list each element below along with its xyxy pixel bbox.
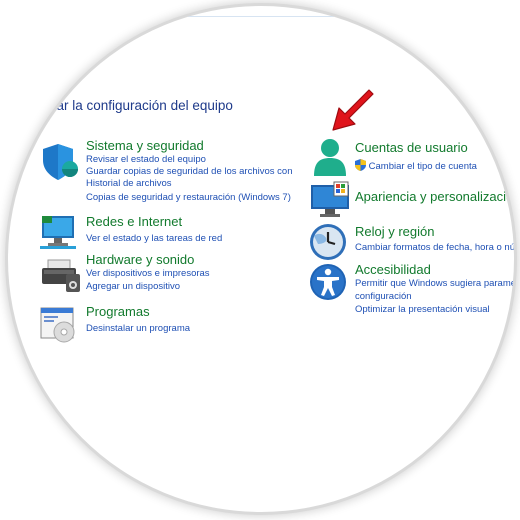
link-add-device[interactable]: Agregar un dispositivo bbox=[86, 281, 180, 292]
category-title-accessibility[interactable]: Accesibilidad bbox=[355, 262, 431, 277]
category-title-user-accounts[interactable]: Cuentas de usuario bbox=[355, 140, 468, 155]
programs-icon[interactable] bbox=[40, 304, 80, 344]
control-panel: star la configuración del equipo Sistema… bbox=[8, 6, 514, 512]
link-optimize-display[interactable]: Optimizar la presentación visual bbox=[355, 304, 490, 315]
shield-icon[interactable] bbox=[40, 142, 80, 182]
category-title-network[interactable]: Redes e Internet bbox=[86, 214, 183, 229]
link-backup-files[interactable]: Guardar copias de seguridad de los archi… bbox=[86, 166, 293, 177]
link-change-account-type-label: Cambiar el tipo de cuenta bbox=[368, 161, 477, 172]
uac-shield-icon bbox=[355, 159, 366, 171]
category-title-programs[interactable]: Programas bbox=[86, 304, 150, 319]
link-settings-cont[interactable]: configuración bbox=[355, 291, 412, 302]
link-change-account-type[interactable]: Cambiar el tipo de cuenta bbox=[355, 159, 477, 173]
user-icon[interactable] bbox=[310, 136, 350, 176]
link-backup-restore[interactable]: Copias de seguridad y restauración (Wind… bbox=[86, 192, 291, 203]
monitor-icon[interactable] bbox=[310, 180, 350, 220]
category-title-appearance[interactable]: Apariencia y personalizació bbox=[355, 189, 514, 204]
link-check-status[interactable]: Revisar el estado del equipo bbox=[86, 154, 206, 165]
clock-icon[interactable] bbox=[308, 222, 348, 262]
window-divider bbox=[150, 16, 450, 17]
link-network-status[interactable]: Ver el estado y las tareas de red bbox=[86, 233, 223, 244]
page-heading: star la configuración del equipo bbox=[46, 98, 233, 113]
link-file-history[interactable]: Historial de archivos bbox=[86, 178, 172, 189]
printer-icon[interactable] bbox=[40, 256, 80, 296]
category-title-system-security[interactable]: Sistema y seguridad bbox=[86, 138, 204, 153]
link-change-date-formats[interactable]: Cambiar formatos de fecha, hora o nú bbox=[355, 242, 514, 253]
category-title-clock-region[interactable]: Reloj y región bbox=[355, 224, 435, 239]
link-uninstall-program[interactable]: Desinstalar un programa bbox=[86, 323, 191, 334]
accessibility-icon[interactable] bbox=[308, 262, 348, 302]
category-title-hardware[interactable]: Hardware y sonido bbox=[86, 252, 195, 267]
network-icon[interactable] bbox=[40, 212, 80, 252]
red-arrow-icon bbox=[332, 89, 374, 131]
link-devices-printers[interactable]: Ver dispositivos e impresoras bbox=[86, 268, 210, 279]
link-windows-suggest[interactable]: Permitir que Windows sugiera paramet bbox=[355, 278, 514, 289]
zoom-circle: star la configuración del equipo Sistema… bbox=[8, 6, 514, 512]
